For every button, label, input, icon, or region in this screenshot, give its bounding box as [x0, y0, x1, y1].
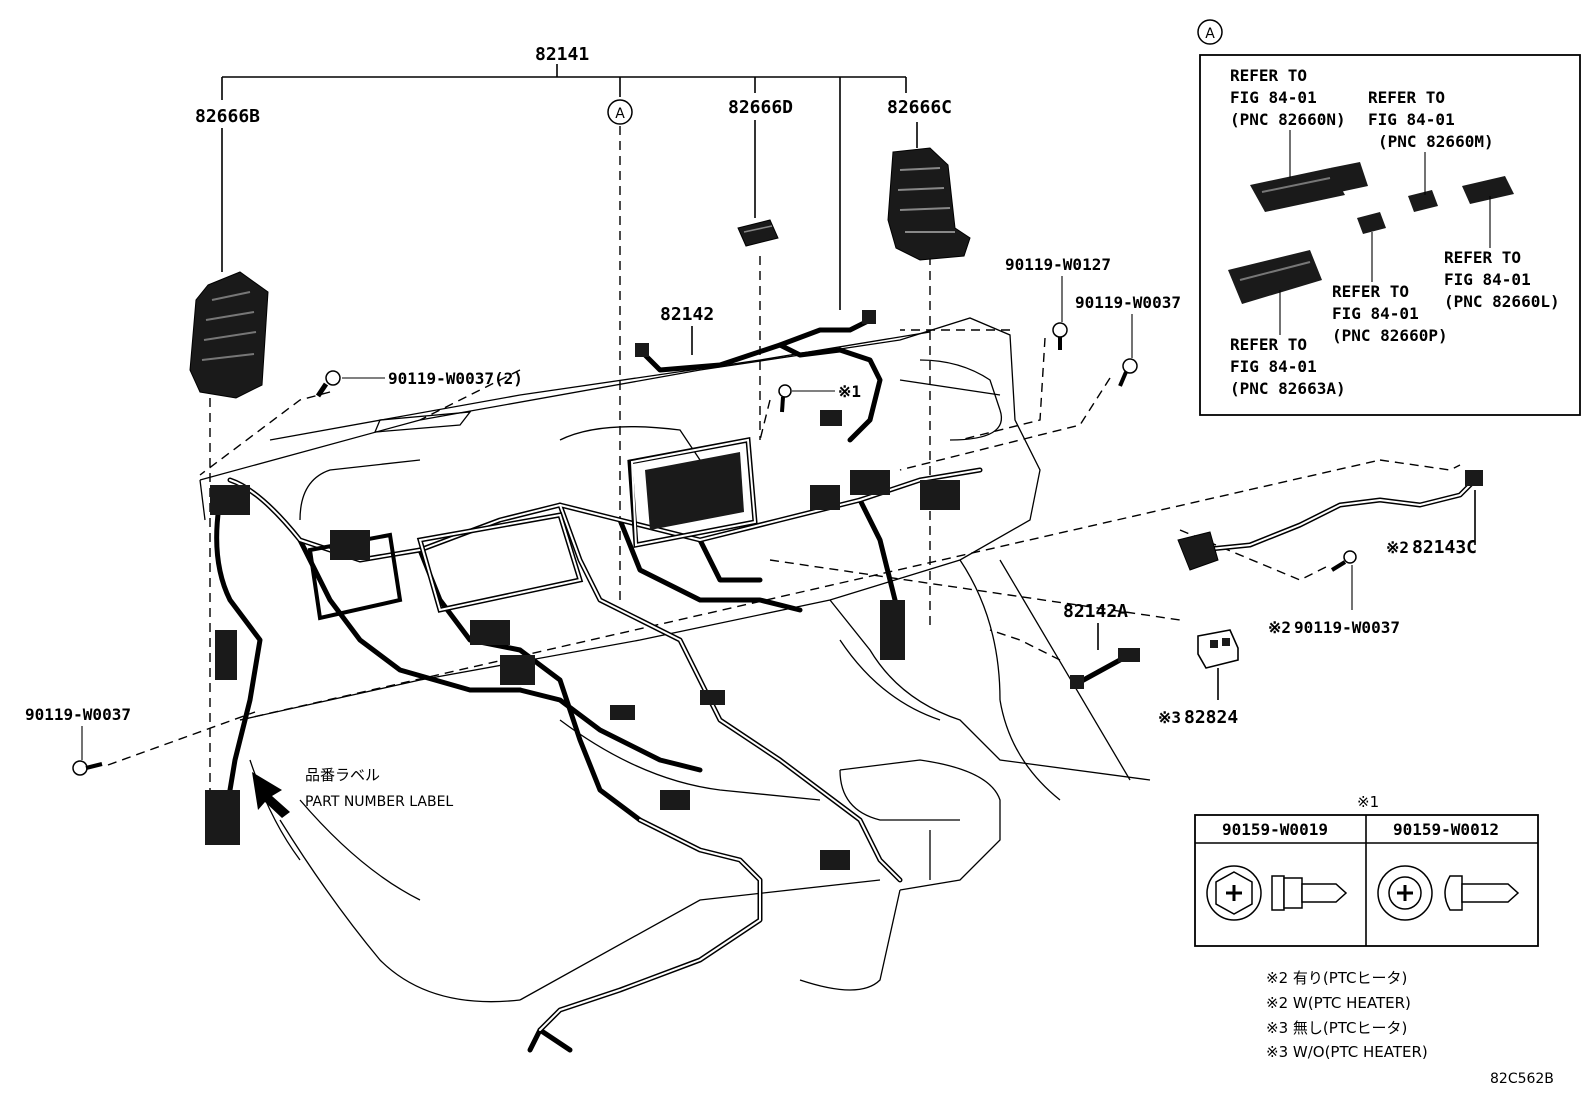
figure-code: 82C562B — [1490, 1071, 1554, 1087]
bolt-90119-w0037-left[interactable]: 90119-W0037 — [25, 705, 131, 776]
note-2: ※2 W(PTC HEATER) — [1266, 994, 1411, 1012]
screw-90159-w0012-label[interactable]: 90159-W0012 — [1393, 820, 1499, 839]
inset-a-ref5-l3: (PNC 82663A) — [1230, 379, 1346, 398]
notes-block: ※2 有り(PTCヒータ) ※2 W(PTC HEATER) ※3 無し(PTC… — [1266, 969, 1428, 1061]
bolt-90119-w0037-right[interactable]: 90119-W0037 — [1075, 293, 1181, 387]
bolt-90119-w0127[interactable]: 90119-W0127 — [1005, 255, 1111, 350]
bolt-90119-w0037-mid[interactable]: ※2 90119-W0037 — [1268, 550, 1400, 637]
switch-82660m-b[interactable] — [1408, 190, 1438, 212]
bolt-w0037-right-label[interactable]: 90119-W0037 — [1075, 293, 1181, 312]
note-1: ※2 有り(PTCヒータ) — [1266, 969, 1407, 987]
switch-82660l[interactable] — [1462, 176, 1514, 204]
bolt-clip-ref1[interactable]: ※1 — [778, 382, 861, 413]
svg-text:A: A — [615, 106, 625, 122]
main-harness-82141[interactable] — [205, 437, 983, 1053]
inset-a-ref2-l2: FIG 84-01 — [1368, 110, 1455, 129]
part-number-label-callout: 品番ラベル PART NUMBER LABEL — [252, 766, 453, 818]
relay-module-82666c[interactable] — [887, 147, 971, 261]
bolt-top-left[interactable]: 90119-W0037(2) — [315, 369, 523, 398]
screw-90159-w0019-label[interactable]: 90159-W0019 — [1222, 820, 1328, 839]
inset-a-ref5-l2: FIG 84-01 — [1230, 357, 1317, 376]
mark3-82824: ※3 — [1158, 708, 1181, 727]
part-number-label-jp: 品番ラベル — [305, 766, 380, 784]
part-82143c-label[interactable]: 82143C — [1412, 537, 1477, 558]
inset-a-ref3-l2: FIG 84-01 — [1444, 270, 1531, 289]
switch-82660m-a[interactable] — [1330, 162, 1368, 192]
inset-a-ref4-l1: REFER TO — [1332, 282, 1409, 301]
part-82142-label[interactable]: 82142 — [660, 304, 714, 325]
inset-ref1: ※1 90159-W0019 90159-W0012 — [1194, 793, 1539, 947]
note-3: ※3 無し(PTCヒータ) — [1266, 1019, 1407, 1037]
instrument-panel-outline — [199, 317, 1151, 1003]
ref1-marker: ※1 — [838, 382, 861, 401]
mark2-bolt-mid: ※2 — [1268, 618, 1291, 637]
inset-a-ref1-l1: REFER TO — [1230, 66, 1307, 85]
connector-82666d[interactable] — [737, 219, 779, 247]
inset-a-marker: A — [1205, 26, 1215, 42]
part-82824-label[interactable]: 82824 — [1184, 707, 1238, 728]
part-number-label-en: PART NUMBER LABEL — [305, 794, 453, 810]
inset-a-ref3-l1: REFER TO — [1444, 248, 1521, 267]
relay-module-82666b[interactable] — [189, 271, 269, 399]
part-82666c-label[interactable]: 82666C — [887, 97, 952, 118]
inset-a-ref5-l1: REFER TO — [1230, 335, 1307, 354]
inset-a-ref2-l1: REFER TO — [1368, 88, 1445, 107]
note-4: ※3 W/O(PTC HEATER) — [1266, 1043, 1428, 1061]
part-82141-label[interactable]: 82141 — [535, 44, 589, 65]
harness-82142[interactable]: 82142 — [635, 304, 883, 443]
part-82666d-label[interactable]: 82666D — [728, 97, 793, 118]
bolt-w0127-label[interactable]: 90119-W0127 — [1005, 255, 1111, 274]
pan-screw-icon — [1377, 865, 1520, 921]
bolt-w0037-mid-label[interactable]: 90119-W0037 — [1294, 618, 1400, 637]
switch-82660n[interactable] — [1250, 168, 1345, 212]
part-82142a-label[interactable]: 82142A — [1063, 601, 1128, 622]
mark2-82143c: ※2 — [1386, 538, 1409, 557]
inset-a: A REFER TO FIG 84-01 (PNC 82660N) REFER … — [1197, 19, 1581, 416]
marker-a: A — [607, 99, 633, 125]
inset-a-ref3-l3: (PNC 82660L) — [1444, 292, 1560, 311]
inset-a-ref4-l3: (PNC 82660P) — [1332, 326, 1448, 345]
inset-a-ref1-l2: FIG 84-01 — [1230, 88, 1317, 107]
bolt-top-left-label[interactable]: 90119-W0037(2) — [388, 369, 523, 388]
hex-screw-icon — [1206, 865, 1348, 921]
harness-82142a[interactable]: 82142A — [1063, 601, 1140, 689]
connector-82824[interactable]: ※3 82824 — [1158, 629, 1239, 728]
inset-a-ref2-l3: (PNC 82660M) — [1378, 132, 1494, 151]
inset-ref1-marker: ※1 — [1357, 793, 1379, 811]
bolt-w0037-left-label[interactable]: 90119-W0037 — [25, 705, 131, 724]
inset-a-ref4-l2: FIG 84-01 — [1332, 304, 1419, 323]
switch-82663a[interactable] — [1228, 250, 1322, 304]
inset-a-ref1-l3: (PNC 82660N) — [1230, 110, 1346, 129]
harness-82143c[interactable]: ※2 82143C — [1177, 470, 1483, 571]
switch-82660p[interactable] — [1357, 212, 1386, 234]
part-82666b-label[interactable]: 82666B — [195, 106, 260, 127]
part-82141-group: 82141 — [221, 44, 907, 310]
